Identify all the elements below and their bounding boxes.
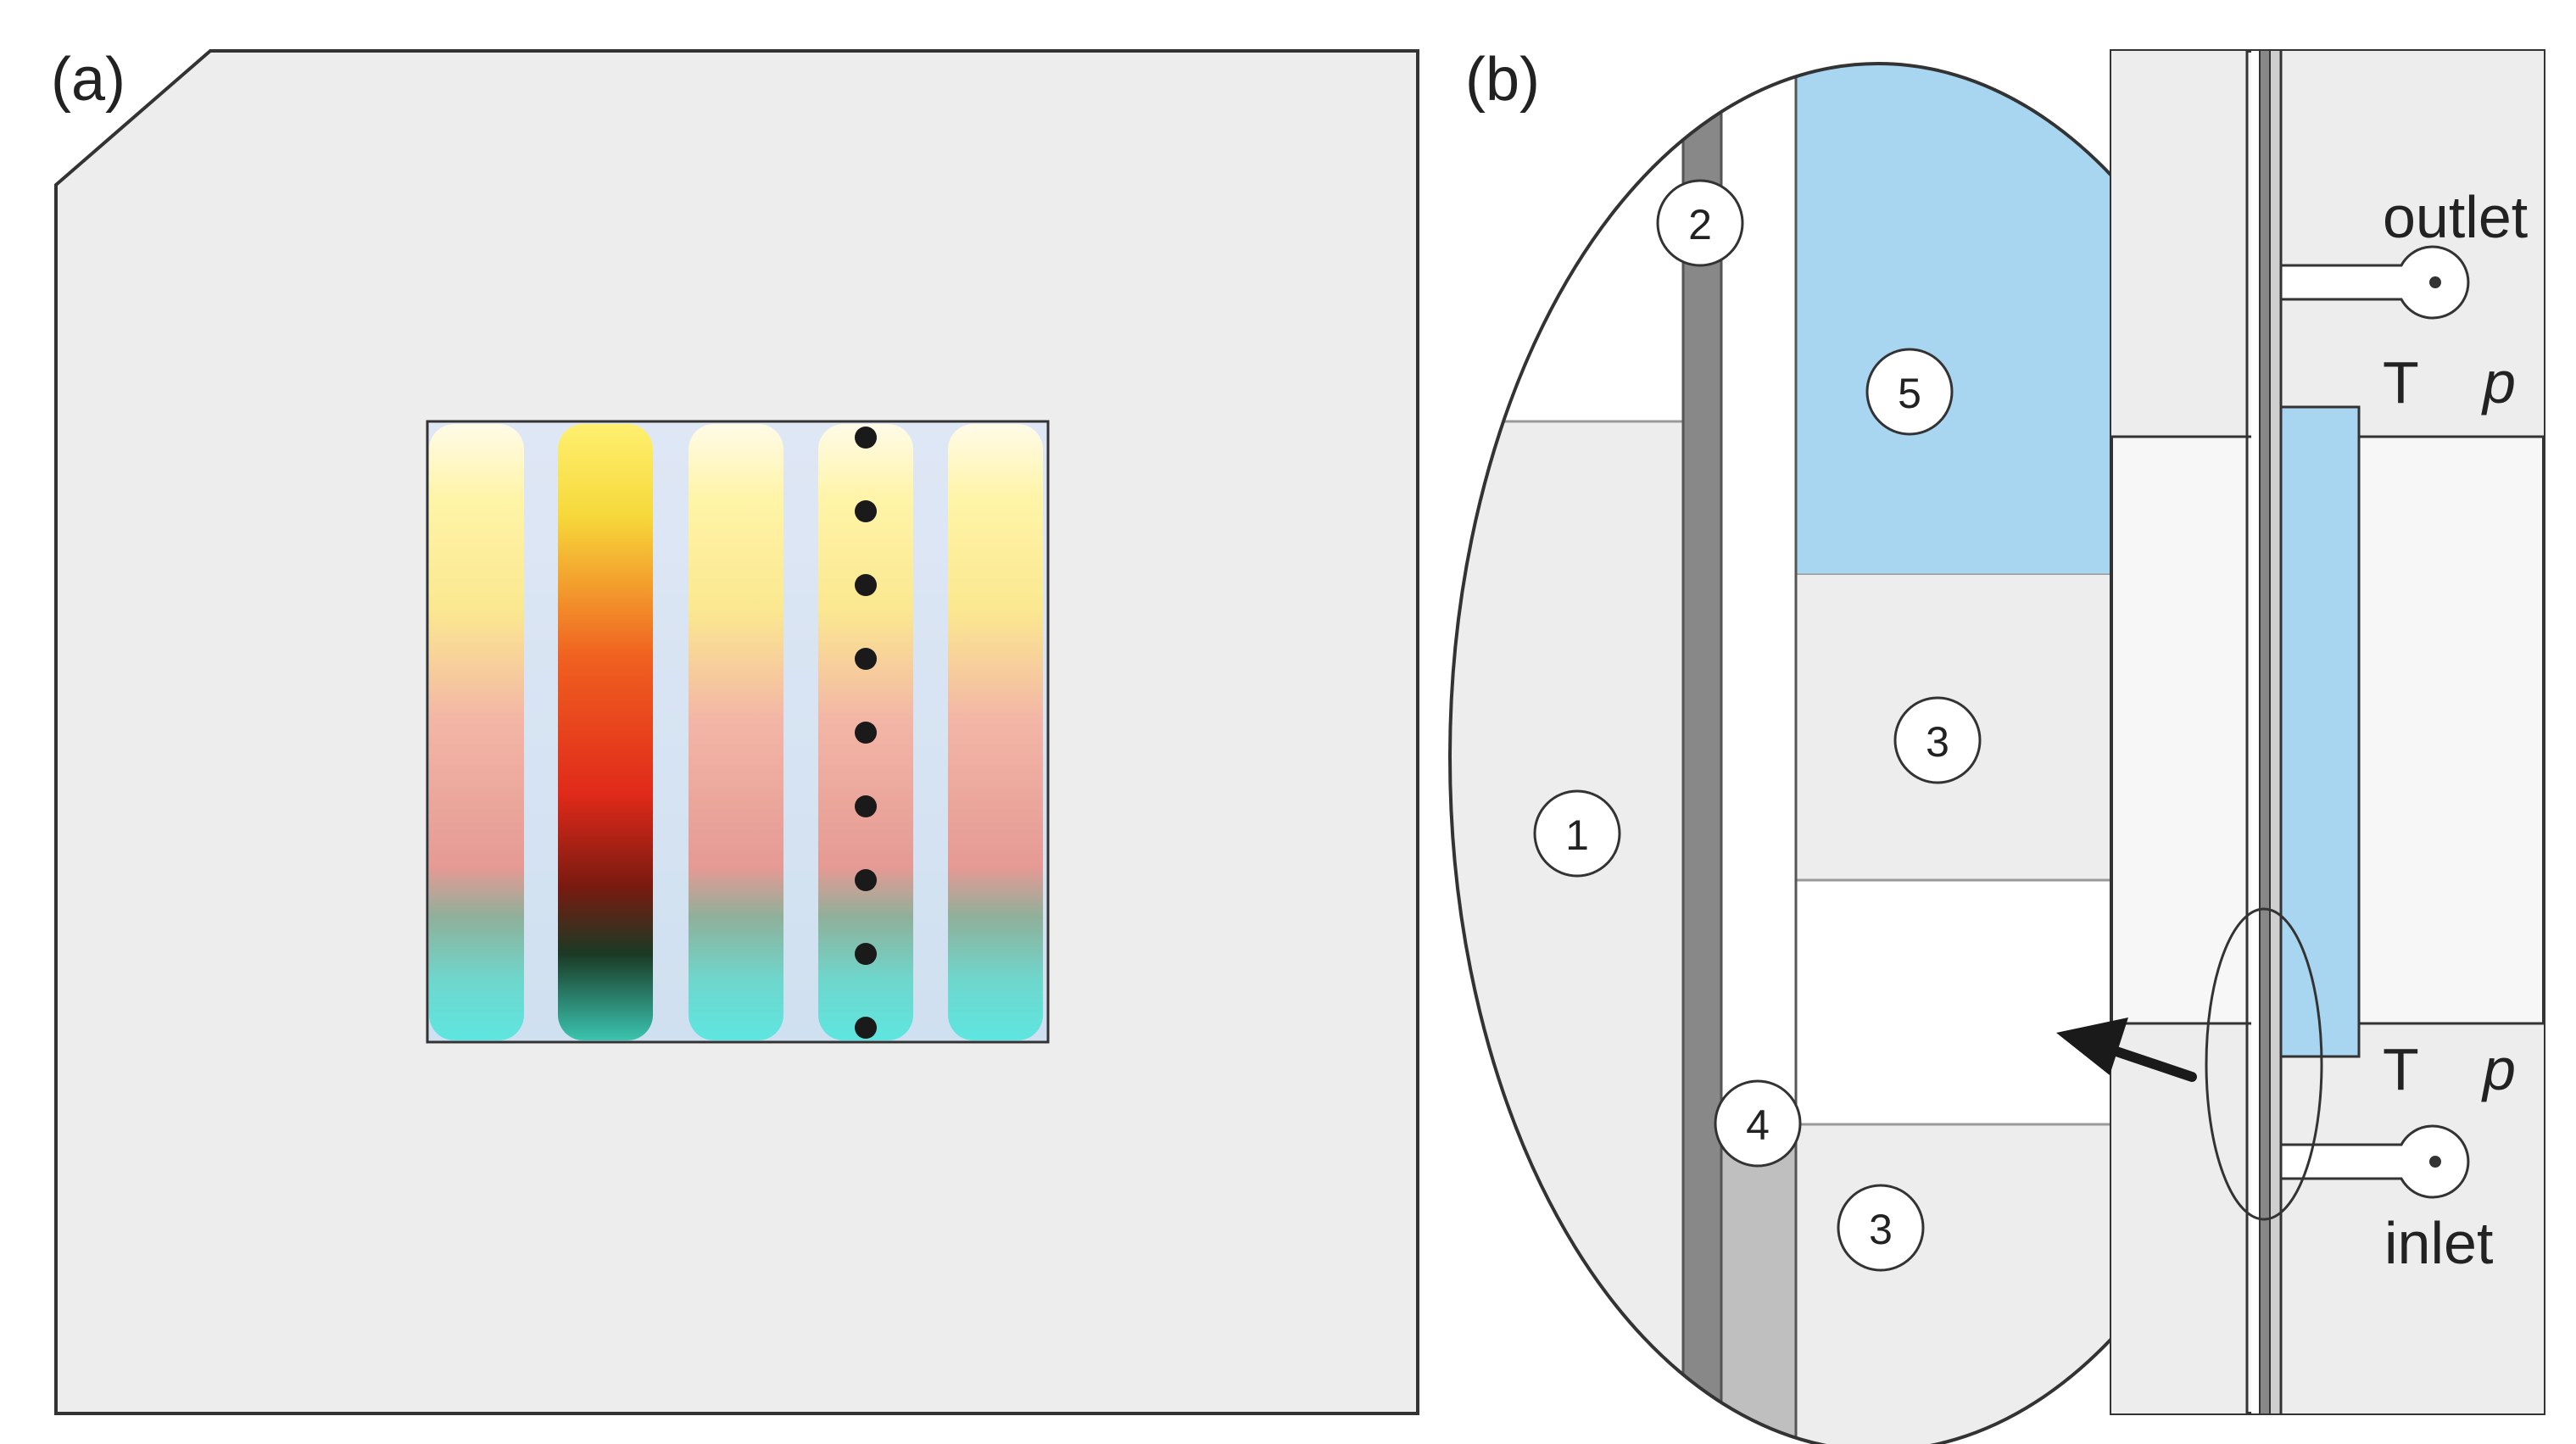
marker-2: 2 xyxy=(1656,179,1744,267)
svg-text:5: 5 xyxy=(1898,370,1921,417)
svg-text:3: 3 xyxy=(1926,718,1949,766)
outlet-label: outlet xyxy=(2383,184,2528,250)
svg-text:4: 4 xyxy=(1746,1101,1770,1149)
marker-3-lower: 3 xyxy=(1837,1184,1925,1272)
measurement-dot xyxy=(855,648,877,670)
clamp-bottom-left xyxy=(2111,1023,2247,1413)
clamp-bottom-right xyxy=(2281,1023,2544,1413)
flow-cell xyxy=(2110,49,2545,1415)
clamp-top-right xyxy=(2281,51,2544,437)
sample-channel xyxy=(2279,405,2361,1058)
measurement-dot xyxy=(855,427,877,449)
svg-text:2: 2 xyxy=(1688,201,1712,248)
outlet-port xyxy=(2281,245,2470,320)
sample-strip-dark xyxy=(558,424,653,1040)
marker-4: 4 xyxy=(1714,1079,1802,1168)
region-1 xyxy=(1450,421,1683,1444)
sample-strip xyxy=(948,424,1043,1040)
sample-strip xyxy=(429,424,524,1040)
inlet-port xyxy=(2281,1124,2470,1199)
marker-1: 1 xyxy=(1533,789,1621,878)
pressure-label-top: p xyxy=(2481,349,2516,415)
arrow-left-icon xyxy=(2056,1017,2197,1082)
measurement-dots xyxy=(855,427,877,1039)
measurement-dot xyxy=(855,574,877,596)
measurement-dot xyxy=(855,500,877,522)
membrane-stripe-light xyxy=(2270,51,2281,1413)
temperature-label-bottom: T xyxy=(2383,1036,2419,1102)
region-4-layer xyxy=(1721,1128,1796,1444)
membrane-stripe-dark xyxy=(2260,51,2270,1413)
membrane-stripe-white xyxy=(2251,51,2260,1413)
measurement-dot xyxy=(855,795,877,817)
marker-5: 5 xyxy=(1865,348,1954,436)
clamp-top-left xyxy=(2111,51,2247,437)
svg-text:3: 3 xyxy=(1869,1206,1893,1253)
sample-image xyxy=(426,420,1050,1044)
region-2-membrane xyxy=(1683,64,1721,1444)
panel-b-label: (b) xyxy=(1465,46,1540,114)
outlet-port-center xyxy=(2429,276,2441,288)
svg-text:1: 1 xyxy=(1565,811,1589,859)
panel-a-label: (a) xyxy=(51,46,125,114)
measurement-dot xyxy=(855,943,877,965)
sample-image-border xyxy=(426,420,1050,1044)
zoom-region-marker xyxy=(2205,907,2323,1221)
temperature-label-top: T xyxy=(2383,349,2419,415)
marker-3-upper: 3 xyxy=(1893,696,1982,784)
pressure-label-bottom: p xyxy=(2481,1036,2516,1102)
inlet-label: inlet xyxy=(2384,1210,2493,1276)
measurement-dot xyxy=(855,1017,877,1039)
measurement-dot xyxy=(855,722,877,744)
inlet-port-center xyxy=(2429,1156,2441,1168)
measurement-dot xyxy=(855,869,877,891)
sample-strip xyxy=(689,424,783,1040)
